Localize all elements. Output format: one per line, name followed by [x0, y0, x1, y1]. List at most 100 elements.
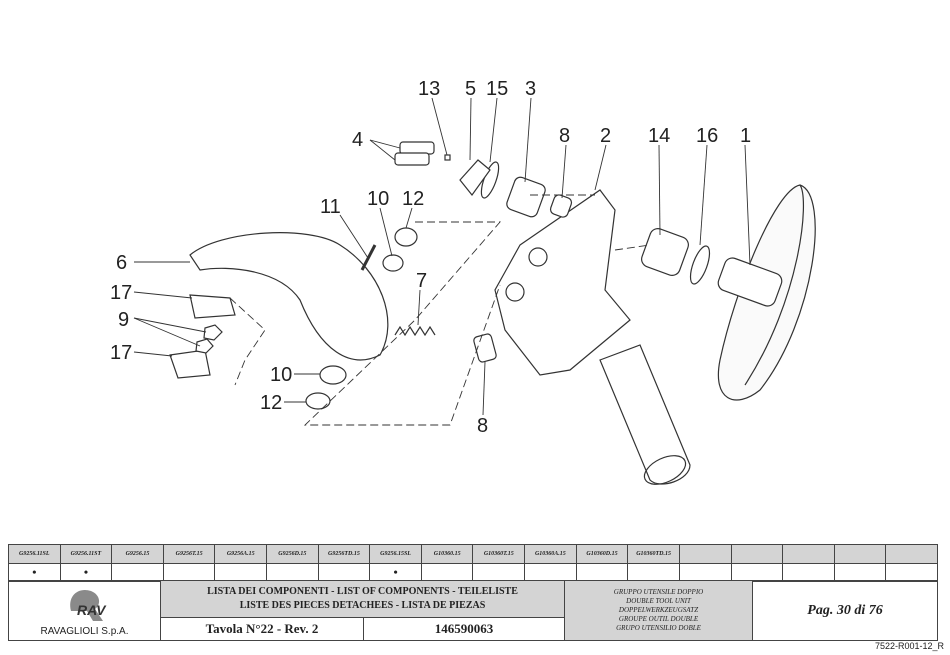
callout-2: 2 [600, 125, 611, 147]
model-marks-row: • • • [8, 563, 938, 582]
model-code: G10360.15 [420, 544, 474, 564]
model-mark: • [369, 563, 422, 582]
part-9-nut-a [203, 324, 223, 341]
part-7-spring [394, 325, 436, 337]
model-code: G10360TD.15 [627, 544, 680, 564]
callout-5: 5 [465, 78, 476, 100]
part-5-cap [459, 159, 491, 196]
table-number: Tavola N°22 - Rev. 2 [161, 618, 364, 640]
model-table: G9256.11SL G9256.11ST G9256.15 G9256T.15… [8, 544, 938, 582]
model-code: G10360D.15 [575, 544, 629, 564]
model-code [782, 544, 835, 564]
callout-1: 1 [740, 125, 751, 147]
part-4-screw-a [399, 141, 435, 155]
model-codes-row: G9256.11SL G9256.11ST G9256.15 G9256T.15… [8, 544, 938, 564]
model-code [678, 544, 732, 564]
group-name-es: GRUPO UTENSILIO DOBLE [616, 624, 701, 632]
callout-17-top: 17 [110, 282, 132, 304]
part-8-pin [549, 194, 573, 218]
part-13-grub [444, 154, 451, 161]
part-16-washer [689, 245, 711, 285]
part-12-ring-top [394, 227, 418, 247]
page-number: Pag. 30 di 76 [807, 603, 883, 618]
model-mark [266, 563, 319, 582]
model-mark [885, 563, 938, 582]
part-6-lever [189, 232, 389, 361]
callout-11: 11 [320, 196, 341, 218]
model-mark [111, 563, 164, 582]
model-mark [524, 563, 577, 582]
model-code: G10360A.15 [524, 544, 577, 564]
model-mark [162, 563, 216, 582]
model-code: G9256TD.15 [317, 544, 371, 564]
part-12-ring-bot [305, 392, 331, 410]
model-mark [575, 563, 629, 582]
model-mark [730, 563, 784, 582]
drawing-code: 146590063 [364, 618, 565, 640]
model-code [833, 544, 887, 564]
callout-17-bot: 17 [110, 342, 132, 364]
callout-7: 7 [416, 270, 427, 292]
list-title: LISTA DEI COMPONENTI - LIST OF COMPONENT… [161, 581, 565, 618]
part-3-bushing [506, 176, 546, 218]
callout-16: 16 [696, 125, 718, 147]
part-8-pin-b [473, 333, 497, 363]
callout-3: 3 [525, 78, 536, 100]
model-code: G9256A.15 [214, 544, 268, 564]
part-14-bushing [641, 228, 689, 276]
callout-10-bot: 10 [270, 364, 292, 386]
model-mark: • [59, 563, 113, 582]
callout-12-bot: 12 [260, 392, 282, 414]
model-mark [420, 563, 474, 582]
group-name-en: DOUBLE TOOL UNIT [626, 597, 691, 605]
list-title-line-2: LISTE DES PIECES DETACHEES - LISTA DE PI… [239, 600, 486, 611]
callout-8-top: 8 [559, 125, 570, 147]
logo-cell: RAV RAVAGLIOLI S.p.A. [9, 581, 161, 640]
callout-6: 6 [116, 252, 127, 274]
company-logo: RAV [70, 589, 107, 621]
model-code [885, 544, 938, 564]
list-title-line-1: LISTA DEI COMPONENTI - LIST OF COMPONENT… [207, 586, 518, 597]
model-code: G9256.11ST [59, 544, 113, 564]
part-10-ring-top [382, 254, 404, 272]
callout-8-bot: 8 [477, 415, 488, 437]
model-mark [214, 563, 268, 582]
group-name: GRUPPO UTENSILE DOPPIO DOUBLE TOOL UNIT … [565, 581, 753, 640]
model-code [730, 544, 784, 564]
exploded-view-drawing: 13 5 15 3 8 2 14 16 1 4 10 12 11 6 17 9 … [110, 78, 816, 485]
model-mark [833, 563, 887, 582]
model-mark [678, 563, 732, 582]
model-mark [472, 563, 526, 582]
model-code: G9256.11SL [8, 544, 61, 564]
model-code: G10360T.15 [472, 544, 526, 564]
group-name-it: GRUPPO UTENSILE DOPPIO [613, 588, 704, 596]
callout-14: 14 [648, 125, 670, 147]
callout-4: 4 [352, 129, 363, 151]
callout-9: 9 [118, 309, 129, 331]
callout-12-top: 12 [402, 188, 424, 210]
group-name-fr: GROUPE OUTIL DOUBLE [618, 615, 699, 623]
model-mark [627, 563, 680, 582]
part-11-pin [360, 244, 377, 271]
part-2-tool-body [494, 189, 631, 376]
part-17-bracket-bot [169, 349, 211, 379]
svg-text:RAV: RAV [77, 602, 107, 618]
model-mark [782, 563, 835, 582]
group-name-de: DOPPELWERKZEUGSATZ [618, 606, 699, 614]
model-mark: • [8, 563, 61, 582]
document-reference: 7522-R001-12_R [874, 641, 944, 651]
title-block: RAV RAVAGLIOLI S.p.A. LISTA DEI COMPONEN… [8, 580, 938, 641]
part-10-ring-bot [319, 365, 347, 385]
callout-13: 13 [418, 78, 440, 100]
model-code: G9256.15SL [369, 544, 422, 564]
part-shaft [599, 344, 691, 485]
company-name: RAVAGLIOLI S.p.A. [40, 626, 129, 637]
callout-15: 15 [486, 78, 508, 100]
part-4-screw-b [394, 152, 430, 166]
callout-10-top: 10 [367, 188, 389, 210]
model-code: G9256.15 [111, 544, 164, 564]
part-9-nut-b [195, 338, 214, 354]
model-mark [317, 563, 371, 582]
part-17-bracket-top [189, 294, 236, 319]
model-code: G9256T.15 [162, 544, 216, 564]
